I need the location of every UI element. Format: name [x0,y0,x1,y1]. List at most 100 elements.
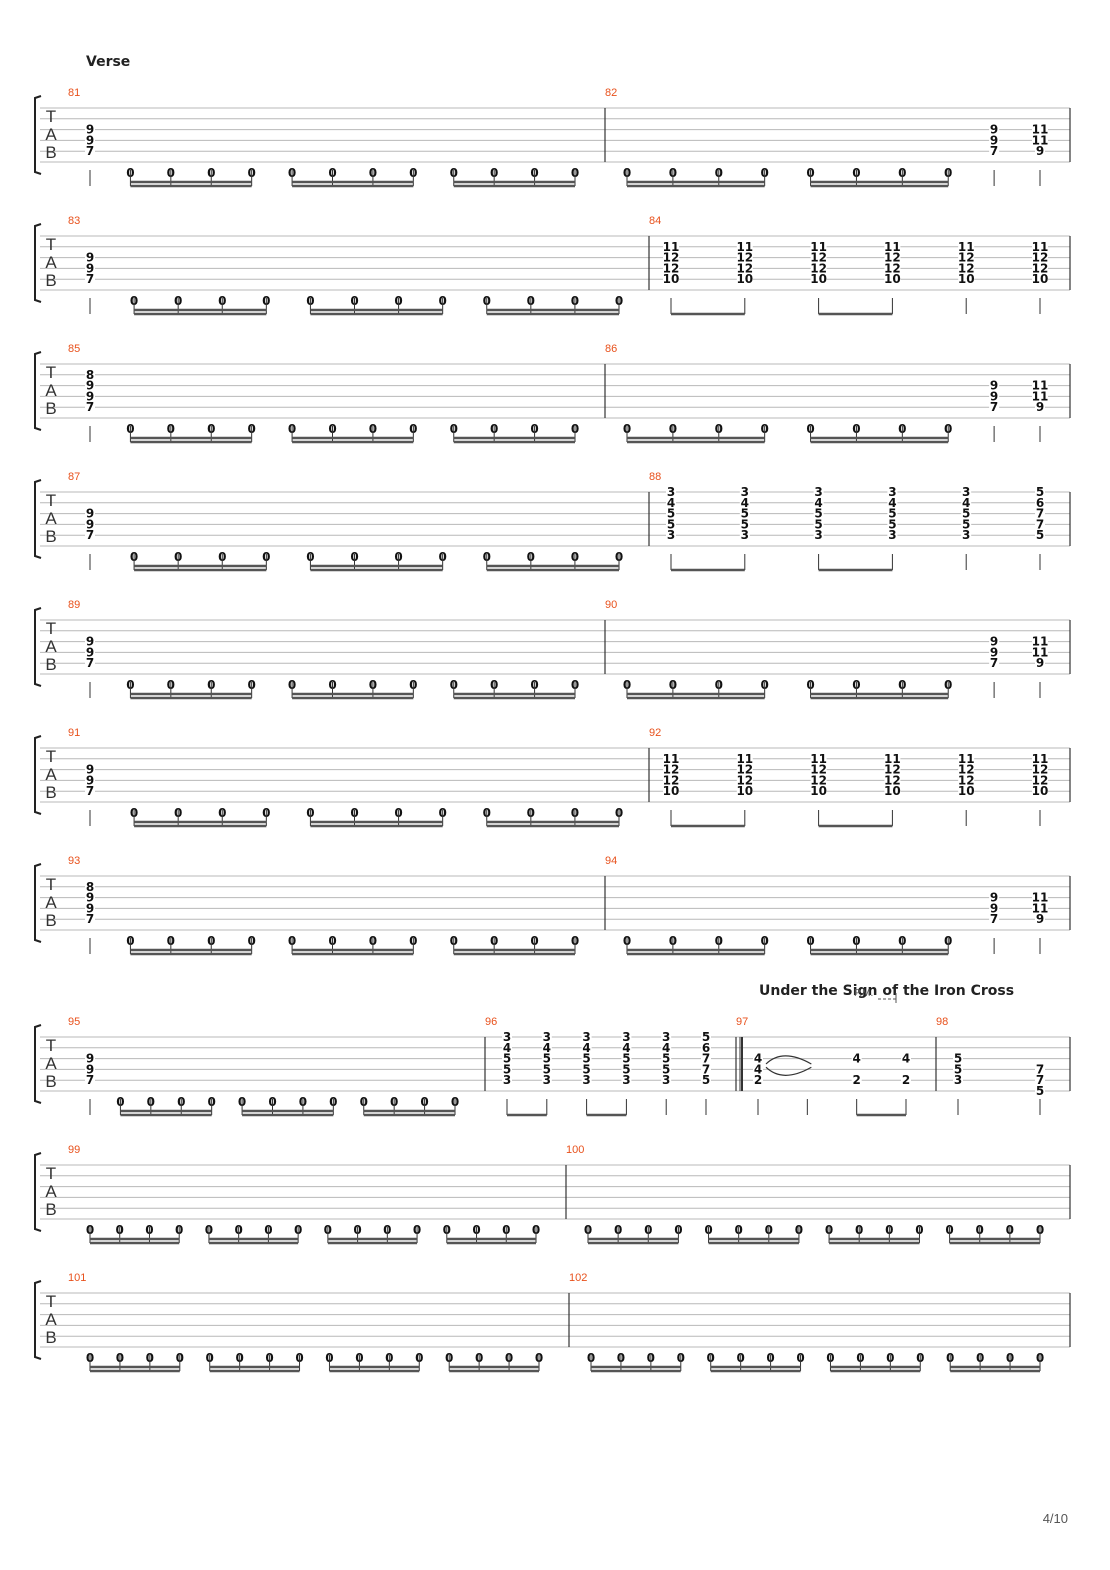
fret-number: 5 [503,1062,511,1076]
fret-number: 9 [86,389,94,403]
fret-number: 7 [86,912,94,926]
system-bracket [34,223,42,303]
note-bg [884,786,901,798]
fret-number: 3 [962,528,970,542]
fret-number: 3 [667,485,675,499]
system-bracket [34,607,42,687]
note-bg [736,775,753,787]
fret-number: 7 [1036,507,1044,521]
note-bg [661,1053,672,1065]
note-bg [958,753,975,765]
tab-clef-letter: A [45,253,57,272]
fret-number: 4 [667,496,675,510]
note-bg [1032,903,1048,915]
measure-number: 92 [649,727,661,739]
fret-number: 9 [86,773,94,787]
note-bg [739,519,750,531]
fret-number: 3 [582,1030,590,1044]
fret-number: 5 [1036,1084,1044,1098]
note-bg [1032,775,1048,787]
fret-number: 7 [86,528,94,542]
fret-number: 11 [1032,240,1049,254]
tab-clef-letter: T [46,747,56,766]
note-bg [989,380,1000,392]
fret-number: 4 [962,496,970,510]
fret-number: 5 [741,517,749,531]
fret-number: 5 [962,507,970,521]
note-bg [85,636,95,648]
tab-clef-letter: T [46,491,56,510]
note-bg [958,775,975,787]
note-bg [989,135,1000,147]
measure-number: 100 [566,1144,584,1156]
fret-number: 7 [1036,1073,1044,1087]
note-bg [961,508,972,520]
note-bg [736,241,753,253]
system-bracket [34,479,42,559]
fret-number: 4 [582,1041,590,1055]
note-bg [1035,508,1045,520]
fret-number: 12 [810,773,827,787]
fret-number: 9 [86,635,94,649]
tab-clef-letter: T [46,619,56,638]
fret-number: 12 [736,773,753,787]
fret-number: 5 [662,1052,670,1066]
fret-number: 11 [1032,635,1049,649]
fret-number: 9 [990,645,998,659]
tab-clef-letter: B [45,655,56,674]
note-bg [884,241,901,253]
note-bg [887,530,898,542]
fret-number: 5 [543,1062,551,1076]
measure-number: 87 [68,471,80,483]
fret-number: 5 [667,517,675,531]
fret-number: 4 [852,1052,860,1066]
note-bg [666,530,676,542]
measure-number: 85 [68,343,80,355]
note-bg [810,252,827,264]
tab-clef-letter: T [46,235,56,254]
measure-number: 84 [649,215,661,227]
note-bg [989,914,1000,926]
note-bg [989,636,1000,648]
note-bg [810,263,827,275]
note-bg [701,1064,711,1076]
note-bg [1032,753,1048,765]
note-bg [701,1042,711,1054]
fret-number: 9 [86,507,94,521]
note-bg [810,753,827,765]
note-bg [810,241,827,253]
fret-number: 5 [888,507,896,521]
fret-number: 10 [1032,272,1049,286]
note-bg [1035,1064,1045,1076]
measure-number: 96 [485,1016,497,1028]
note-bg [736,274,753,286]
fret-number: 12 [810,251,827,265]
note-bg [887,497,898,509]
system-bracket [34,1024,42,1104]
note-bg [887,508,898,520]
fret-number: 11 [736,240,753,254]
fret-number: 11 [1032,752,1049,766]
tab-clef-letter: B [45,271,56,290]
fret-number: 9 [1036,912,1044,926]
note-bg [736,764,753,776]
fret-number: 7 [990,912,998,926]
tab-clef-letter: B [45,527,56,546]
note-bg [1032,252,1048,264]
note-bg [989,391,1000,403]
note-bg [85,391,95,403]
fret-number: 7 [86,656,94,670]
fret-number: 4 [543,1041,551,1055]
note-bg [1035,146,1045,158]
note-bg [884,263,901,275]
note-bg [961,530,972,542]
fret-number: 11 [1032,133,1049,147]
note-bg [666,519,676,531]
fret-number: 10 [810,784,827,798]
tab-clef-letter: B [45,399,56,418]
tab-clef-letter: A [45,509,57,528]
fret-number: 9 [1036,400,1044,414]
fret-number: 12 [1032,773,1049,787]
note-bg [85,519,95,531]
fret-number: 7 [1036,1062,1044,1076]
